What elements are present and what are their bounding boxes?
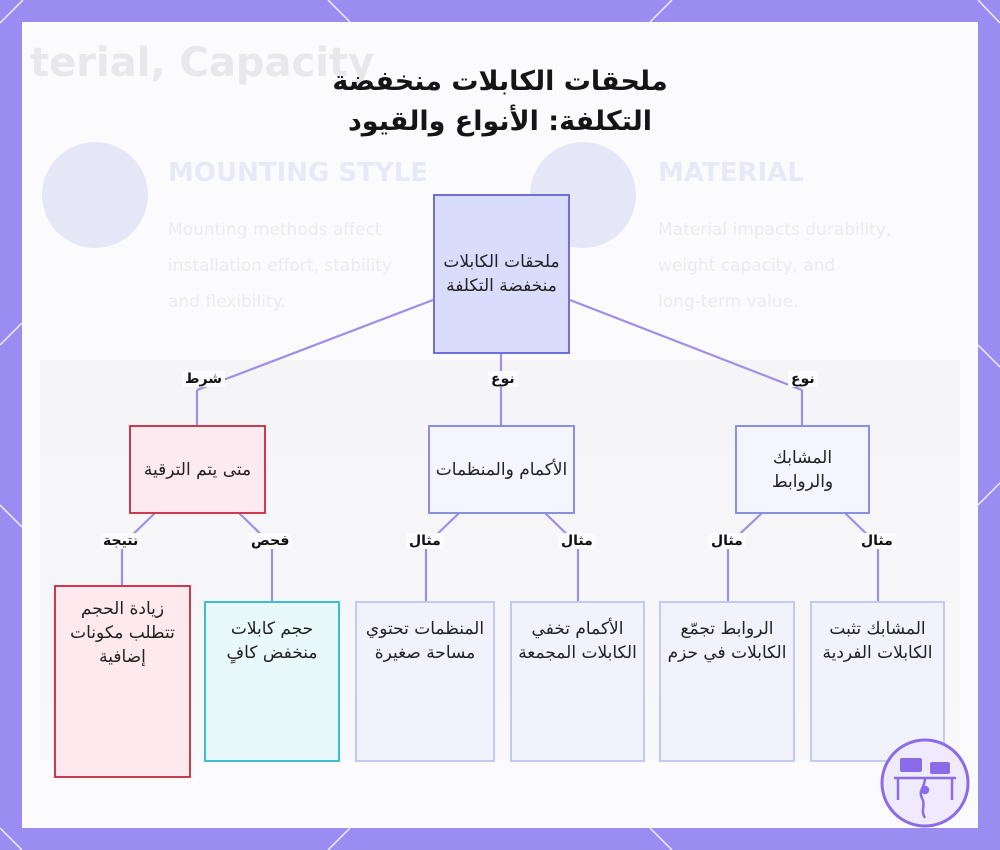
title-line-1: ملحقات الكابلات منخفضة bbox=[332, 66, 668, 97]
brand-logo-icon bbox=[880, 738, 970, 828]
title-line-2: التكلفة: الأنواع والقيود bbox=[347, 106, 653, 137]
edge-label-example-4: مثال bbox=[406, 533, 444, 549]
edge-label-condition: شرط bbox=[182, 371, 226, 387]
edge-label-type-clips: نوع bbox=[788, 371, 818, 387]
edge-root-upgrade bbox=[196, 298, 434, 392]
edge-label-example-2: مثال bbox=[708, 533, 746, 549]
background-heading: terial, Capacity bbox=[30, 40, 375, 86]
edge-label-example-1: مثال bbox=[858, 533, 896, 549]
edge-label-type-sleeves: نوع bbox=[488, 371, 518, 387]
diagram-title: ملحقات الكابلات منخفضة التكلفة: الأنواع … bbox=[0, 62, 1000, 142]
node-low-volume-check: حجم كابلات منخفض كافٍ bbox=[204, 601, 340, 762]
edge-label-result: نتيجة bbox=[100, 533, 142, 549]
node-root: ملحقات الكابلات منخفضة التكلفة bbox=[433, 194, 570, 354]
node-sleeves-example: الأكمام تخفي الكابلات المجمعة bbox=[510, 601, 645, 762]
mounting-circle bbox=[42, 142, 148, 248]
edge-label-check: فحص bbox=[248, 533, 293, 549]
edge-label-example-3: مثال bbox=[558, 533, 596, 549]
node-ties-example: الروابط تجمّع الكابلات في حزم bbox=[659, 601, 795, 762]
mounting-body: Mounting methods affect installation eff… bbox=[168, 220, 392, 312]
node-volume-result: زيادة الحجم تتطلب مكونات إضافية bbox=[54, 585, 191, 778]
node-when-upgrade: متى يتم الترقية bbox=[129, 425, 266, 514]
node-sleeves-organizers: الأكمام والمنظمات bbox=[428, 425, 575, 514]
node-clips-ties: المشابك والروابط bbox=[735, 425, 870, 514]
edge-root-clips bbox=[569, 298, 803, 392]
node-organizers-example: المنظمات تحتوي مساحة صغيرة bbox=[355, 601, 495, 762]
node-clips-example: المشابك تثبت الكابلات الفردية bbox=[810, 601, 945, 762]
material-heading: MATERIAL bbox=[658, 158, 804, 188]
mounting-heading: MOUNTING STYLE bbox=[168, 158, 429, 188]
material-body: Material impacts durability, weight capa… bbox=[658, 220, 892, 312]
